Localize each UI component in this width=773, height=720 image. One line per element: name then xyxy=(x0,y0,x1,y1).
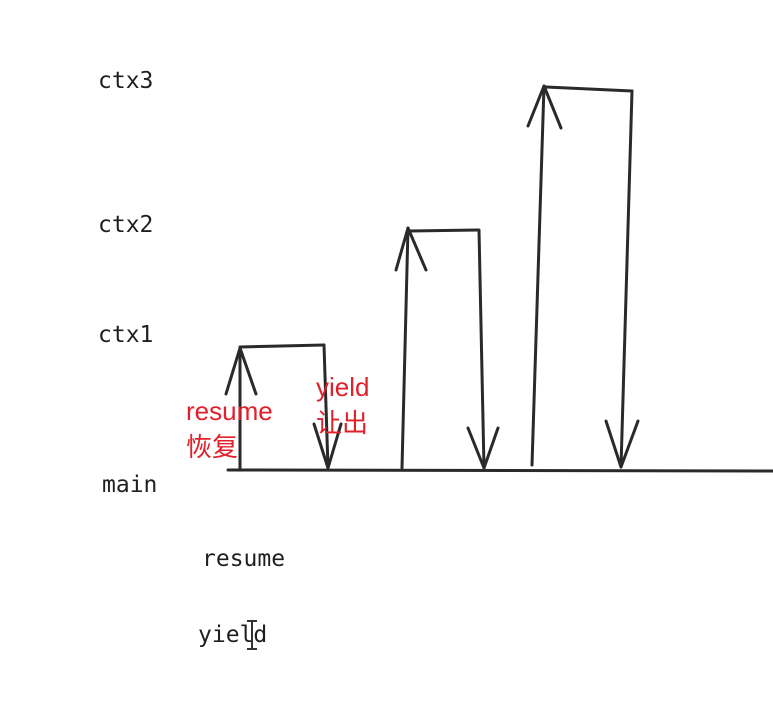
main-timeline xyxy=(226,468,773,473)
ctx1-run xyxy=(238,343,326,349)
annotation-resume-zh: 恢复 xyxy=(186,432,239,462)
resume-arrowhead-ctx2 xyxy=(394,226,428,272)
ctx2-run xyxy=(408,228,480,233)
yield-arrowhead-ctx2 xyxy=(466,426,500,470)
yield-arrowhead-ctx3 xyxy=(604,419,640,469)
annotation-yield-en: yield xyxy=(316,372,370,402)
yield-arrow-ctx1 xyxy=(322,343,330,470)
label-ctx3: ctx3 xyxy=(98,68,154,94)
label-ctx1: ctx1 xyxy=(98,322,154,348)
yield-arrowhead-ctx1 xyxy=(312,422,343,470)
annotation-resume-en: resume xyxy=(186,396,273,426)
ctx3-run xyxy=(544,85,634,93)
yield-arrow-ctx2 xyxy=(477,228,486,470)
resume-arrow-ctx3 xyxy=(530,84,546,467)
resume-arrowhead-ctx3 xyxy=(526,84,563,130)
yield-arrow-ctx3 xyxy=(619,89,634,469)
annotation-yield-zh: 让出 xyxy=(316,408,369,438)
label-main: main xyxy=(102,472,158,498)
legend-yield: yield xyxy=(198,622,268,648)
legend-resume: resume xyxy=(202,546,286,572)
resume-arrow-ctx2 xyxy=(400,226,410,470)
label-ctx2: ctx2 xyxy=(98,212,154,238)
text-cursor-icon xyxy=(247,620,257,650)
